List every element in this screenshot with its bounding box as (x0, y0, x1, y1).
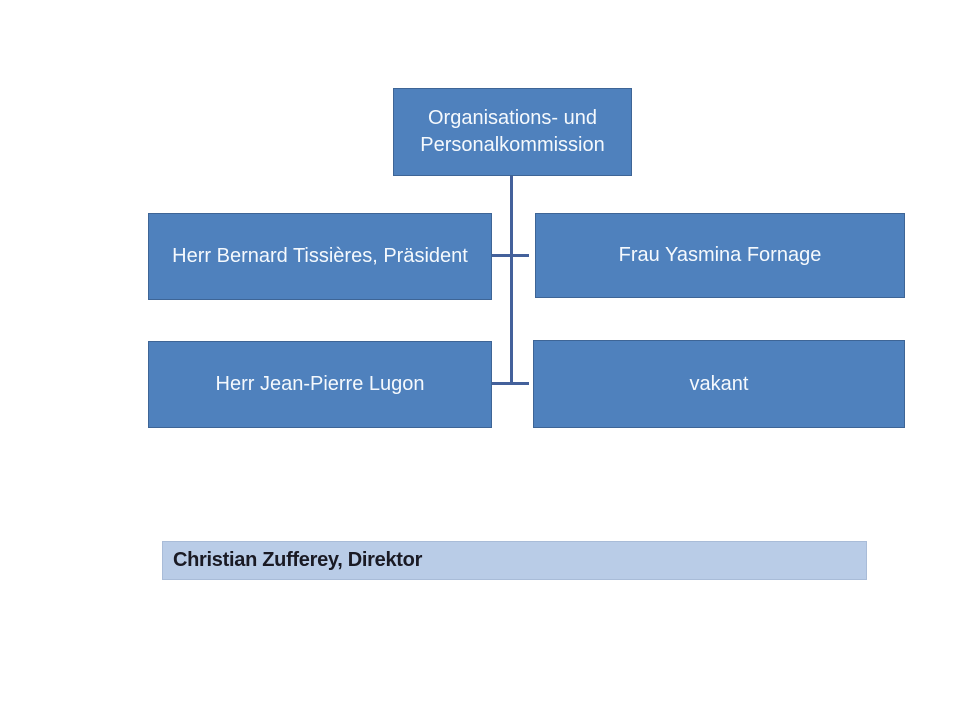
org-box-vakant-label: vakant (689, 372, 749, 395)
org-box-commission: Organisations- und Personalkommission (393, 88, 632, 176)
org-box-jean-pierre-lugon-label: Herr Jean-Pierre Lugon (215, 373, 425, 395)
org-box-vakant: vakant (533, 340, 905, 428)
director-bar-label: Christian Zufferey, Direktor (173, 549, 423, 571)
org-box-yasmina-fornage: Frau Yasmina Fornage (535, 213, 905, 298)
director-bar: Christian Zufferey, Direktor (162, 541, 867, 580)
org-box-bernard-tissieres: Herr Bernard Tissières, Präsident (148, 213, 492, 300)
connector-row2-horizontal (491, 382, 529, 385)
org-box-bernard-tissieres-label: Herr Bernard Tissières, Präsident (172, 245, 468, 267)
org-box-jean-pierre-lugon: Herr Jean-Pierre Lugon (148, 341, 492, 428)
connector-row1-horizontal (491, 254, 529, 257)
connector-vertical-trunk (510, 176, 513, 385)
org-box-yasmina-fornage-label: Frau Yasmina Fornage (618, 244, 822, 266)
org-box-commission-label: Organisations- und Personalkommission (420, 107, 605, 156)
